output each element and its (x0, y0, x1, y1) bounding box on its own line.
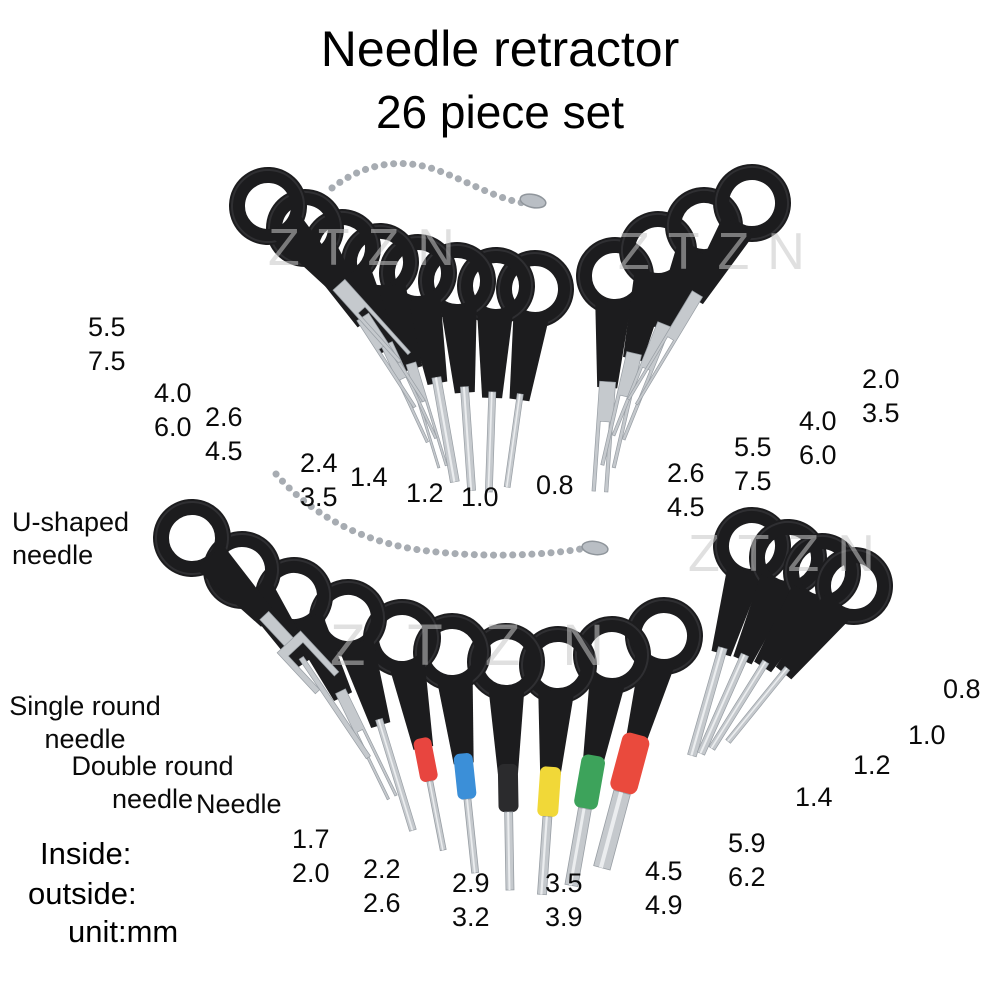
tool-handle (600, 592, 708, 754)
ferrule (610, 732, 650, 795)
size-label: 1.4 (795, 782, 833, 812)
tool-u-shaped-needle (141, 487, 340, 695)
blade-highlight (690, 647, 724, 756)
tool-pin-red (360, 596, 479, 852)
title-line2: 26 piece set (375, 86, 625, 138)
ball-chain-bottom (272, 470, 590, 559)
u-tip (276, 630, 340, 695)
size-label: 2.0 3.5 (862, 364, 900, 429)
fork-tip (332, 278, 411, 364)
size-label: 1.2 (406, 478, 444, 508)
blade-highlight (487, 391, 493, 492)
size-label: 2.6 4.5 (205, 402, 243, 467)
size-label: 2.2 2.6 (363, 854, 401, 919)
label-inside: Inside: (40, 836, 132, 871)
ferrule (413, 737, 438, 783)
size-label: 0.8 (943, 674, 981, 704)
tool-fork-2.0 (626, 154, 802, 406)
label-needle: Needle (196, 789, 282, 819)
tool-single-round-needle (192, 520, 371, 760)
tool-pin-red-large (567, 592, 708, 871)
pin-tip (298, 655, 371, 760)
size-label: 1.0 (908, 720, 946, 750)
ferrule (537, 766, 561, 817)
ball-chain-top (328, 160, 528, 207)
group-bottom-right (657, 501, 904, 758)
blade-highlight (434, 377, 456, 483)
size-label: 1.4 (350, 462, 388, 492)
label-single-round-needle: Single round needle (9, 691, 161, 754)
pin-highlight (428, 781, 444, 851)
tool-needle (303, 573, 447, 832)
blade-highlight (699, 654, 746, 754)
size-label: 2.9 3.2 (452, 868, 490, 933)
label-double-round-needle: Double round needle (71, 751, 234, 814)
tool-blade-1.4b (657, 501, 796, 758)
ferrule (574, 754, 605, 810)
pin-highlight (598, 791, 624, 869)
tool-pin-blue (412, 612, 511, 874)
blade-highlight (505, 393, 521, 488)
tool-blade-1.0b (708, 522, 871, 751)
group-bottom-left (141, 470, 708, 896)
size-label: 4.0 6.0 (154, 378, 192, 443)
chain-clasp-top (519, 193, 547, 209)
size-label: 5.9 6.2 (728, 828, 766, 893)
tool-blade-0.8 (472, 248, 576, 488)
size-label: 0.8 (536, 470, 574, 500)
size-label: 4.0 6.0 (799, 406, 837, 471)
blade-highlight (377, 719, 414, 831)
size-label: 1.0 (461, 482, 499, 512)
fork-tip (591, 380, 616, 493)
tool-pin-green (536, 613, 654, 888)
label-u-shaped-needle: U-shaped needle (12, 507, 130, 570)
label-unit: unit:mm (68, 914, 179, 949)
title-line1: Needle retractor (320, 21, 680, 77)
blade-highlight (710, 661, 767, 749)
size-label: 2.6 4.5 (667, 458, 705, 523)
tool-blade-1.2 (419, 243, 508, 492)
label-outside: outside: (28, 876, 137, 911)
group-top-right (564, 154, 802, 493)
page-title: Needle retractor 26 piece set (0, 22, 1000, 138)
tool-blade-1.0 (453, 249, 533, 493)
tool-fork-5.5 (217, 155, 411, 364)
size-label: 5.5 7.5 (88, 312, 126, 377)
tool-blade-0.8b (725, 535, 904, 744)
blade-highlight (462, 386, 473, 491)
tool-pin-black (469, 625, 546, 891)
size-label: 4.5 4.9 (645, 856, 683, 921)
fork-tip (626, 290, 704, 406)
tool-double-round-needle (246, 548, 398, 801)
group-top-left (217, 155, 576, 493)
size-label: 3.5 3.9 (545, 868, 583, 933)
ferrule (497, 763, 519, 813)
fork-tip (335, 688, 398, 801)
pin-highlight (569, 808, 586, 886)
pin-highlight (466, 799, 476, 873)
size-label: 5.5 7.5 (734, 432, 772, 497)
pin-highlight (507, 811, 511, 890)
chain-clasp-bottom (581, 540, 609, 556)
pin-highlight (540, 816, 548, 895)
tool-blade-1.4 (376, 231, 490, 483)
tool-blade-1.2b (696, 510, 835, 756)
size-label: 1.2 (853, 750, 891, 780)
size-label: 2.4 3.5 (300, 448, 338, 513)
size-label: 1.7 2.0 (292, 824, 330, 889)
blade-highlight (727, 667, 788, 742)
ferrule (453, 753, 477, 800)
tool-pin-yellow (506, 627, 596, 896)
